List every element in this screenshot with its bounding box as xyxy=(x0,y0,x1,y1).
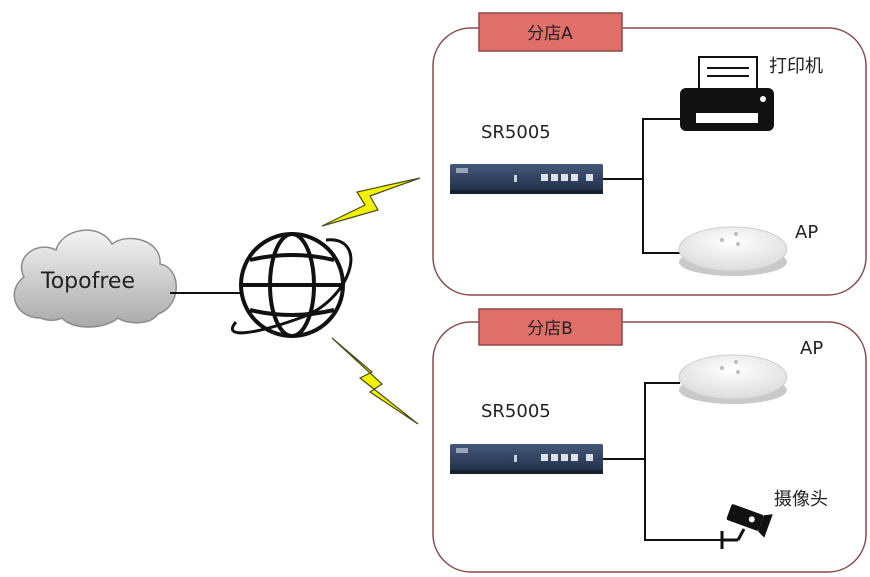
cloud-label: Topofree xyxy=(40,269,135,294)
ap-a-label: AP xyxy=(795,222,818,243)
branch-a-group: 分店A xyxy=(432,12,867,296)
branch-b-box xyxy=(432,321,867,573)
branch-b-tab xyxy=(478,308,623,346)
camera-label: 摄像头 xyxy=(774,489,828,510)
lightning-icon-upper xyxy=(321,177,421,227)
printer-icon xyxy=(680,56,774,131)
branch-b-camera-link xyxy=(644,459,722,541)
cloud-icon xyxy=(13,229,177,328)
access-point-icon-b xyxy=(678,354,788,404)
branch-b-tab-label: 分店B xyxy=(527,319,573,339)
lightning-icon-lower xyxy=(331,337,419,425)
branch-a-router-icon xyxy=(450,164,603,194)
ap-b-label: AP xyxy=(800,338,823,359)
branch-a-ap-link xyxy=(642,179,680,254)
branch-a-box xyxy=(432,27,867,296)
branch-a-tab xyxy=(478,12,623,52)
branch-b-router-label: SR5005 xyxy=(481,401,551,422)
camera-icon xyxy=(720,504,773,549)
branch-b-group: 分店B xyxy=(432,308,867,573)
branch-a-printer-link xyxy=(642,118,686,179)
branch-b-ap-link xyxy=(644,382,680,459)
branch-b-router-icon xyxy=(450,444,603,474)
branch-a-router-label: SR5005 xyxy=(481,122,551,143)
access-point-icon-a xyxy=(678,226,788,276)
printer-label: 打印机 xyxy=(769,56,823,77)
branch-a-tab-label: 分店A xyxy=(527,24,573,44)
internet-globe-icon xyxy=(230,232,353,338)
